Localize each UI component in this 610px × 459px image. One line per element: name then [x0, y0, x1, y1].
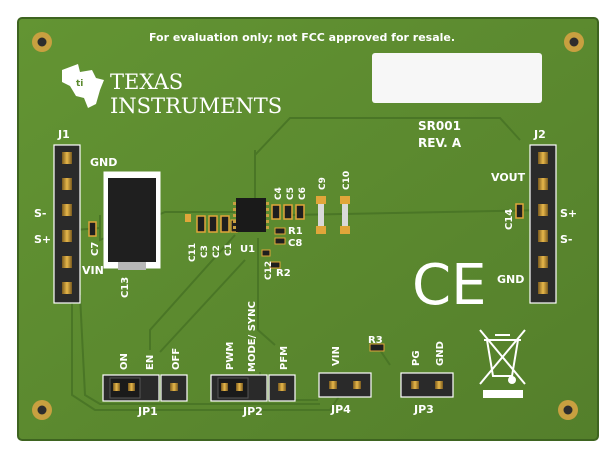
c12-label: C12	[264, 261, 274, 280]
u1-ic	[233, 198, 269, 232]
weee-bar	[483, 390, 523, 398]
r3-label: R3	[368, 335, 383, 346]
c1-label: C1	[224, 243, 234, 256]
j2-pin-vout: VOUT	[491, 171, 526, 184]
label-area	[372, 53, 542, 103]
c11-label: C11	[188, 243, 198, 262]
weee-bin-icon	[479, 329, 526, 385]
jp2-label-mode-sync: MODE/ SYNC	[247, 301, 258, 372]
jp2-jumper	[210, 374, 296, 402]
jp3-jumper	[400, 372, 454, 398]
jp1-label-en: EN	[145, 355, 156, 370]
output-caps-large	[316, 196, 350, 234]
c5-label: C5	[286, 187, 296, 200]
r1-label: R1	[288, 226, 303, 237]
j2-pin-gnd: GND	[497, 273, 524, 286]
c9-label: C9	[318, 177, 328, 190]
j2-header	[529, 144, 557, 304]
c7-part	[88, 221, 97, 237]
brand-line-1: TEXAS	[110, 70, 183, 94]
r2-label: R2	[276, 268, 291, 279]
jp3-ref: JP3	[413, 403, 434, 416]
c6-label: C6	[298, 187, 308, 200]
jp1-label-off: OFF	[171, 348, 182, 370]
c2-label: C2	[212, 245, 222, 258]
mounting-holes	[32, 32, 584, 420]
jp2-label-pfm: PFM	[279, 346, 290, 370]
j1-pin-vin: VIN	[82, 264, 104, 277]
texas-instruments-logo: ti	[62, 64, 104, 108]
j1-pin-s-plus: S+	[34, 233, 51, 246]
c4-label: C4	[274, 187, 284, 200]
j1-pin-gnd: GND	[90, 156, 117, 169]
feedback-parts	[261, 227, 286, 269]
c14-label: C14	[504, 209, 515, 230]
j1-pin-s-minus: S-	[34, 207, 47, 220]
ce-mark: CE	[412, 253, 486, 318]
pcb-substrate	[17, 17, 599, 441]
svg-text:ti: ti	[76, 79, 83, 89]
output-caps-small	[271, 204, 305, 220]
r3-part	[369, 343, 385, 352]
c13-capacitor	[103, 171, 161, 270]
jp4-label-vin: VIN	[331, 346, 342, 366]
c13-label: C13	[120, 277, 131, 298]
ti-logo-icon	[62, 64, 104, 108]
c14-part	[515, 203, 524, 219]
jp1-label-on: ON	[119, 353, 130, 370]
evaluation-notice: For evaluation only; not FCC approved fo…	[149, 31, 455, 44]
c7-label: C7	[90, 242, 101, 256]
jp2-ref: JP2	[242, 405, 263, 418]
jp4-ref: JP4	[330, 403, 351, 416]
j1-header	[53, 144, 81, 304]
jp2-label-pwm: PWM	[225, 342, 236, 370]
brand-line-2: INSTRUMENTS	[110, 94, 282, 118]
j2-pin-s-minus: S-	[560, 233, 573, 246]
board-revision: REV. A	[418, 136, 462, 150]
j2-pin-s-plus: S+	[560, 207, 577, 220]
c8-label: C8	[288, 238, 302, 249]
j1-ref: J1	[57, 128, 70, 141]
jp4-jumper	[318, 372, 372, 398]
j2-ref: J2	[533, 128, 546, 141]
jp3-label-pg: PG	[411, 350, 422, 366]
board-name: SR001	[418, 119, 461, 133]
jp3-label-gnd: GND	[435, 341, 446, 366]
u1-label: U1	[240, 244, 255, 255]
jp1-jumper	[102, 374, 188, 402]
c10-label: C10	[342, 171, 352, 190]
jp1-ref: JP1	[137, 405, 158, 418]
c3-label: C3	[200, 245, 210, 258]
